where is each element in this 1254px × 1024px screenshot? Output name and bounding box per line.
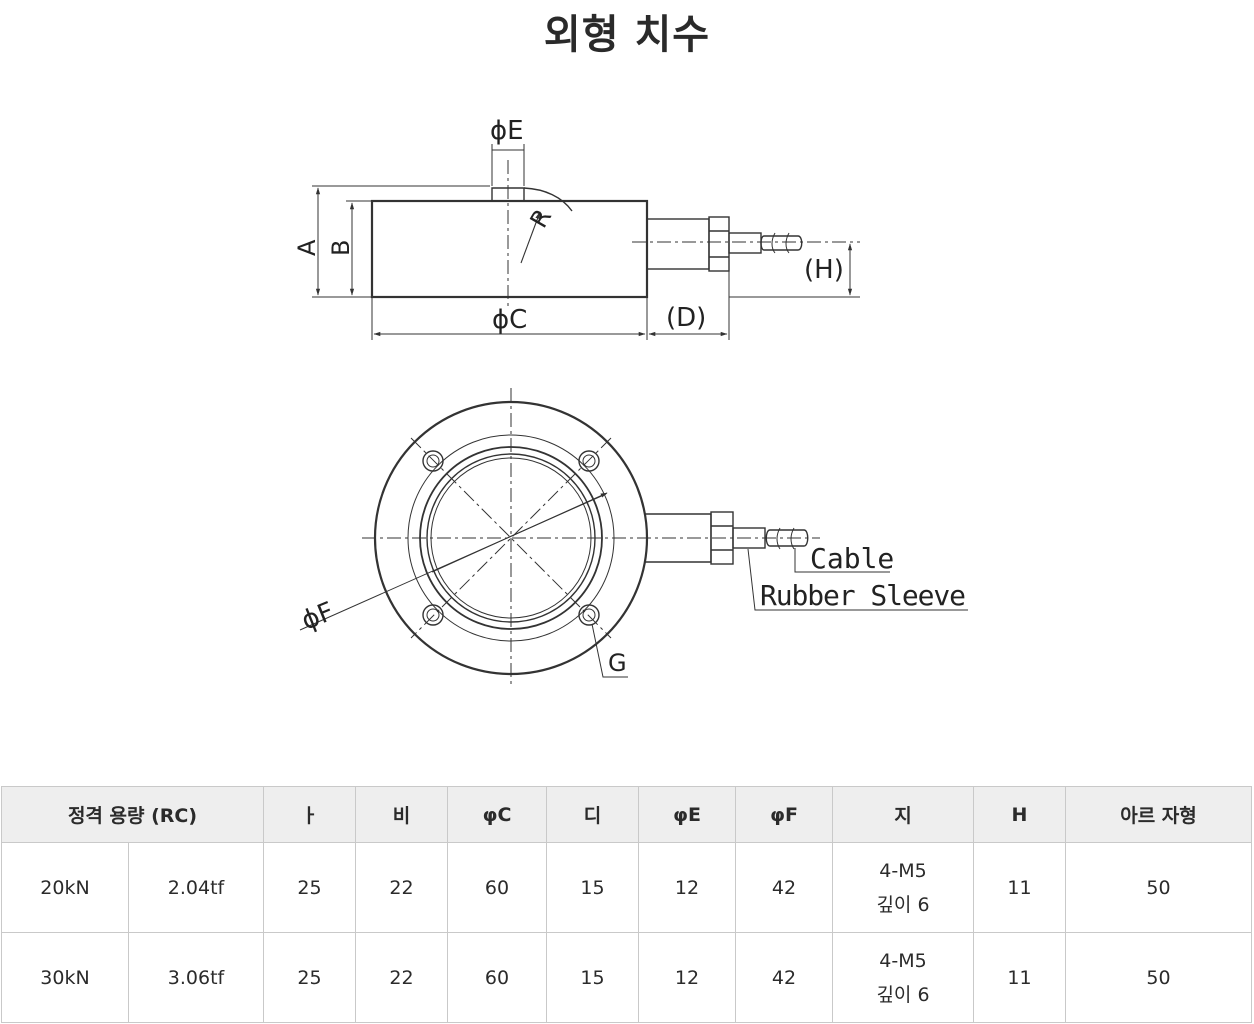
side-view (312, 144, 860, 340)
bolt-hole-bl (422, 604, 444, 626)
label-G: G (608, 649, 627, 677)
cell-rc-kn: 30kN (1, 932, 129, 1023)
cell-r: 50 (1065, 932, 1252, 1023)
label-B: B (327, 240, 355, 256)
page-title: 외형 치수 (543, 12, 711, 58)
cell-b: 22 (355, 842, 448, 933)
connector-nut (708, 216, 730, 272)
cell-c: 60 (447, 842, 547, 933)
connector-housing (646, 218, 710, 270)
dimension-drawing: ϕE R A B ϕC (D) (H) ϕF G (293, 116, 968, 688)
sleeve-leader (747, 548, 968, 611)
header-a: ㅏ (263, 786, 356, 843)
g-leader (591, 623, 628, 678)
rubber-sleeve (728, 232, 762, 254)
radius-arc (523, 187, 573, 212)
cell-g: 4-M5 깊이 6 (832, 842, 974, 933)
header-phiF: φF (735, 786, 833, 843)
cell-g-depth: 깊이 6 (876, 983, 930, 1006)
cell-c: 60 (447, 932, 547, 1023)
table-row: 20kN 2.04tf 25 22 60 15 12 42 4-M5 깊이 6 … (1, 842, 1252, 933)
cable-top (765, 529, 809, 547)
label-D: (D) (666, 303, 706, 333)
spec-table: 정격 용량 (RC) ㅏ 비 φC 디 φE φF 지 H 아르 자형 20kN… (1, 786, 1252, 1023)
cell-g-thread: 4-M5 (879, 859, 927, 882)
cell-rc-tf: 3.06tf (128, 932, 264, 1023)
cable-end (760, 235, 803, 251)
header-rated-capacity: 정격 용량 (RC) (1, 786, 264, 843)
cell-h: 11 (973, 842, 1066, 933)
header-h: H (973, 786, 1066, 843)
cell-a: 25 (263, 932, 356, 1023)
label-phiC: ϕC (492, 305, 527, 335)
cable-leader (794, 548, 890, 573)
cell-rc-kn: 20kN (1, 842, 129, 933)
header-r: 아르 자형 (1065, 786, 1252, 843)
top-view (299, 388, 968, 688)
cell-r: 50 (1065, 842, 1252, 933)
cell-h: 11 (973, 932, 1066, 1023)
cell-f: 42 (735, 842, 833, 933)
bolt-hole-tl (422, 450, 444, 472)
label-phiF: ϕF (297, 597, 338, 637)
header-phiE: φE (638, 786, 736, 843)
header-b: 비 (355, 786, 448, 843)
cell-g: 4-M5 깊이 6 (832, 932, 974, 1023)
label-A: A (293, 239, 321, 256)
cell-rc-tf: 2.04tf (128, 842, 264, 933)
label-phiE: ϕE (490, 116, 524, 146)
cell-a: 25 (263, 842, 356, 933)
cell-f: 42 (735, 932, 833, 1023)
bolt-hole-tr (578, 450, 600, 472)
table-row: 30kN 3.06tf 25 22 60 15 12 42 4-M5 깊이 6 … (1, 932, 1252, 1023)
load-cell-body (370, 199, 649, 299)
rubber-sleeve-top (732, 527, 766, 549)
label-H: (H) (804, 255, 844, 285)
cell-g-thread: 4-M5 (879, 949, 927, 972)
cell-d: 15 (546, 932, 639, 1023)
header-d: 디 (546, 786, 639, 843)
label-cable: Cable (810, 542, 894, 575)
cell-d: 15 (546, 842, 639, 933)
header-phiC: φC (447, 786, 547, 843)
table-header-row: 정격 용량 (RC) ㅏ 비 φC 디 φE φF 지 H 아르 자형 (1, 786, 1252, 843)
cell-g-depth: 깊이 6 (876, 893, 930, 916)
label-R: R (525, 204, 558, 232)
cell-e: 12 (638, 842, 736, 933)
cell-e: 12 (638, 932, 736, 1023)
bolt-hole-br (578, 604, 600, 626)
label-rubber-sleeve: Rubber Sleeve (760, 579, 966, 612)
header-g: 지 (832, 786, 974, 843)
cell-b: 22 (355, 932, 448, 1023)
connector-housing-top (645, 513, 712, 563)
